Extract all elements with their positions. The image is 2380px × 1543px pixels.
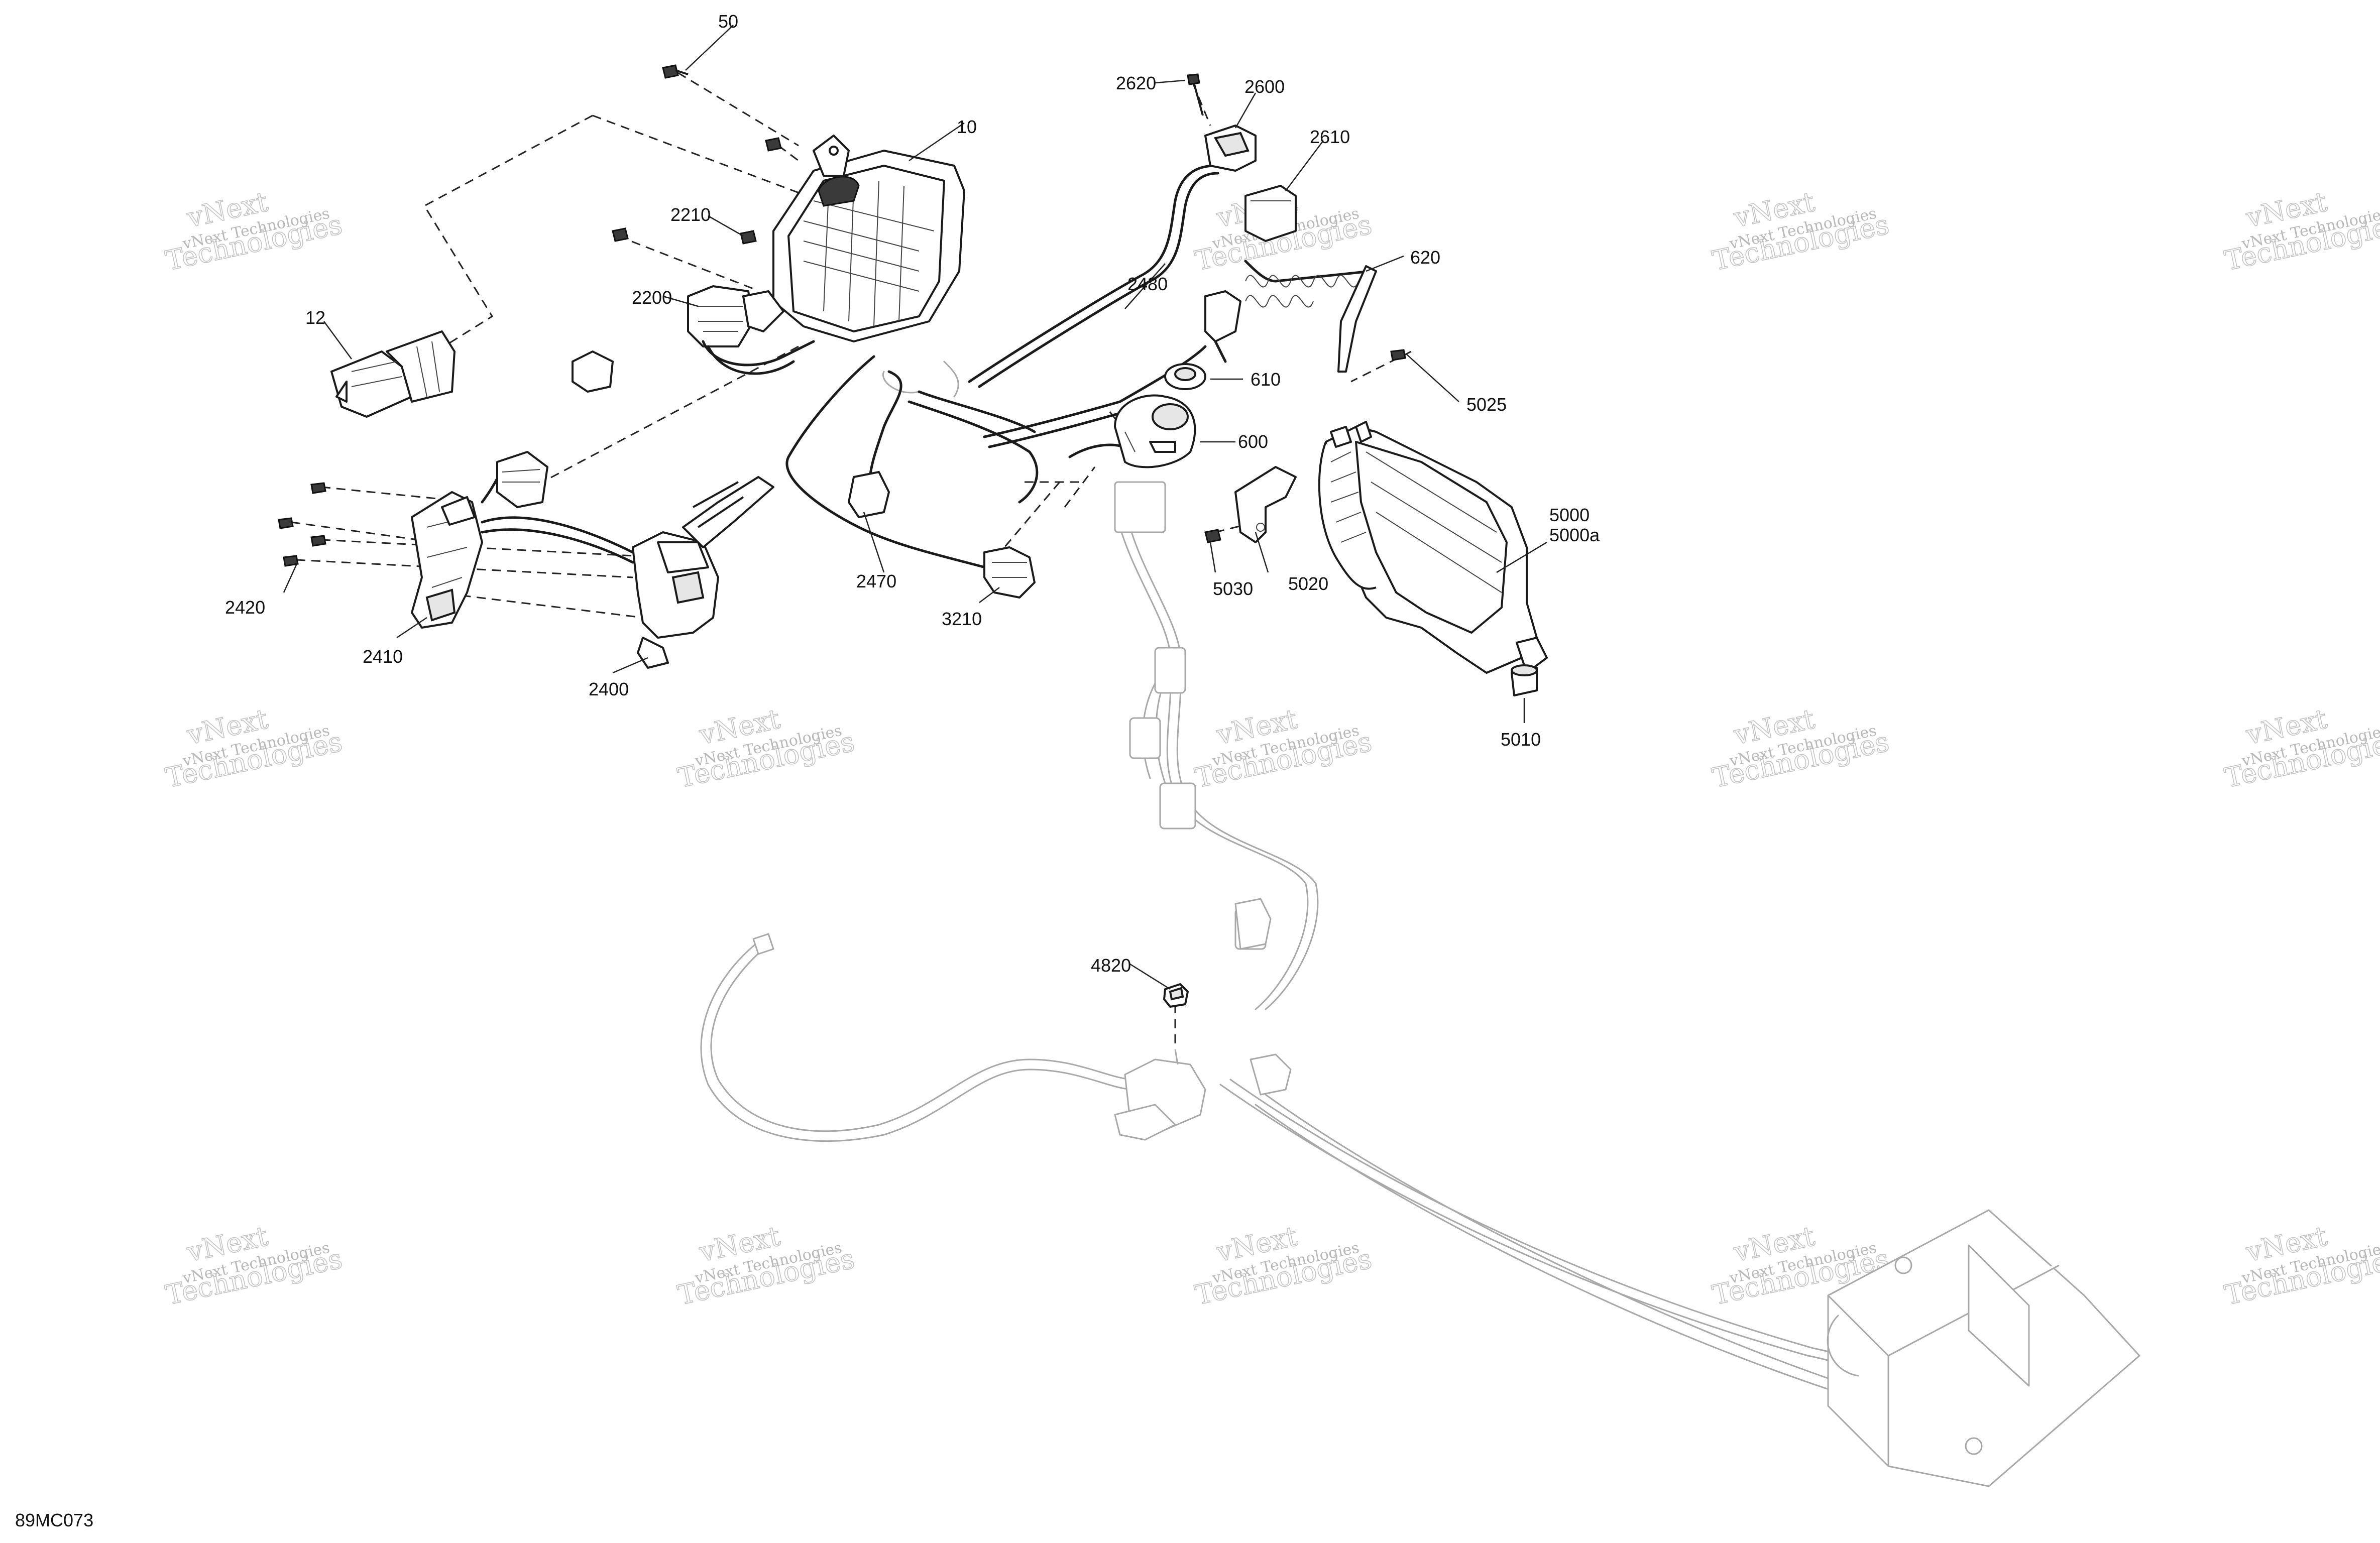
part-5025-screw xyxy=(1390,349,1406,361)
part-2210-screw xyxy=(740,230,757,245)
callout-2400: 2400 xyxy=(589,679,629,699)
part-2620-screw xyxy=(1187,73,1204,116)
callout-5025: 5025 xyxy=(1466,394,1507,415)
callout-610: 610 xyxy=(1251,369,1281,390)
watermark: Technologies vNext vNext Technologies xyxy=(1192,702,1375,794)
callout-5010: 5010 xyxy=(1501,729,1541,750)
part-2200-connector xyxy=(572,285,784,393)
callout-5000a: 5000a xyxy=(1549,525,1600,545)
part-2400-switch xyxy=(632,476,774,669)
part-5000-ecu xyxy=(1318,421,1548,674)
callout-3210: 3210 xyxy=(942,609,982,629)
switch-connector xyxy=(496,451,548,508)
lower-switch xyxy=(1114,1049,1206,1141)
callout-600: 600 xyxy=(1238,431,1268,452)
part-4820-nut xyxy=(1163,983,1189,1008)
callout-5000: 5000 xyxy=(1549,505,1590,525)
callout-2620: 2620 xyxy=(1116,73,1156,93)
callout-2210: 2210 xyxy=(670,204,711,225)
part-2410-switch-housing xyxy=(411,491,483,629)
watermark: Technologies vNext vNext Technologies xyxy=(674,1220,857,1312)
part-2470-harness xyxy=(785,355,997,571)
callout-620: 620 xyxy=(1410,247,1440,268)
watermark: Technologies vNext vNext Technologies xyxy=(162,702,345,794)
lower-connector xyxy=(1234,898,1292,1096)
part-12-connector xyxy=(330,330,456,418)
callout-2600: 2600 xyxy=(1244,76,1285,97)
part-50-screws xyxy=(612,64,782,242)
battery xyxy=(1827,1209,2140,1487)
part-620-lanyard xyxy=(1204,260,1377,373)
leader-lines xyxy=(283,25,1547,990)
diagram-code: 89MC073 xyxy=(15,1510,93,1530)
watermark: Technologies vNext vNext Technologies xyxy=(162,1220,345,1312)
watermark: Technologies vNext vNext Technologies xyxy=(162,185,345,277)
part-2480-harness xyxy=(908,164,1219,504)
part-5030-nut xyxy=(1204,529,1221,543)
part-2420-screws xyxy=(278,482,326,567)
callout-5020: 5020 xyxy=(1288,573,1328,594)
watermark: Technologies vNext vNext Technologies xyxy=(1709,702,1892,794)
callout-2420: 2420 xyxy=(225,597,265,618)
part-2610-relay xyxy=(1244,185,1297,242)
watermarks: Technologies vNext vNext Technologies Te… xyxy=(162,185,2380,1312)
part-10-display-cluster xyxy=(772,135,965,342)
callout-12: 12 xyxy=(305,307,325,328)
callout-2470: 2470 xyxy=(856,571,896,591)
part-3210-connector xyxy=(983,546,1036,599)
watermark: Technologies vNext vNext Technologies xyxy=(2221,185,2380,277)
part-610-nut xyxy=(1164,363,1206,390)
callout-labels: 50 10 12 2210 2200 2620 2600 2610 620 24… xyxy=(225,11,1600,976)
watermark: Technologies vNext vNext Technologies xyxy=(1192,1220,1375,1312)
watermark: Technologies vNext vNext Technologies xyxy=(2221,702,2380,794)
part-2600-switch xyxy=(1204,125,1257,172)
part-5010-bolt xyxy=(1511,664,1538,696)
watermark: Technologies vNext vNext Technologies xyxy=(674,702,857,794)
callout-2610: 2610 xyxy=(1310,127,1350,147)
callout-5030: 5030 xyxy=(1213,578,1253,599)
watermark: Technologies vNext vNext Technologies xyxy=(2221,1220,2380,1312)
watermark: Technologies vNext vNext Technologies xyxy=(1709,185,1892,277)
part-5020-bracket xyxy=(1234,466,1297,543)
callout-10: 10 xyxy=(957,116,977,137)
part-600-ignition-switch xyxy=(1114,394,1196,468)
callout-2410: 2410 xyxy=(363,646,403,667)
ghost-harness xyxy=(700,361,2140,1487)
callout-2200: 2200 xyxy=(632,287,672,308)
callout-50: 50 xyxy=(718,11,738,32)
callout-2480: 2480 xyxy=(1127,274,1168,294)
callout-4820: 4820 xyxy=(1091,955,1131,976)
